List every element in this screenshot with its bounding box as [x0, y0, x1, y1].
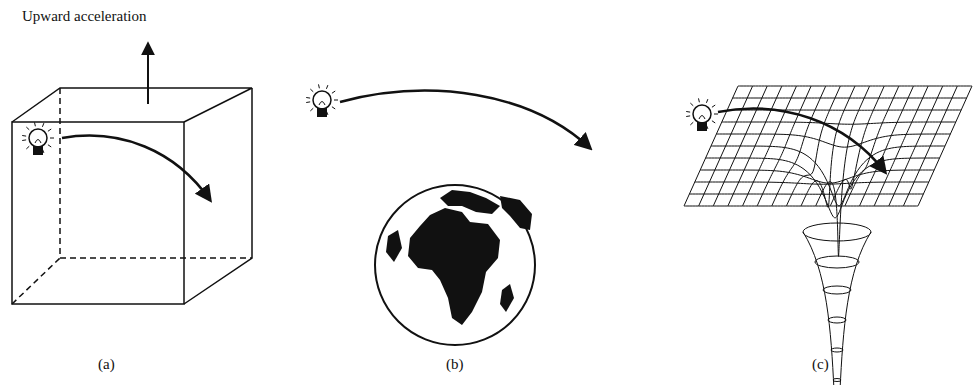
light-bulb	[306, 84, 338, 117]
earth	[375, 185, 535, 345]
light-path	[718, 109, 885, 172]
annotation-label: Upward acceleration	[22, 8, 147, 25]
panel-label: (a)	[98, 356, 115, 373]
elevator-cube	[12, 88, 252, 304]
acceleration-arrow	[147, 44, 149, 104]
light-bulb	[686, 98, 718, 131]
spacetime-grid	[684, 86, 972, 385]
panel-label: (c)	[812, 356, 829, 373]
light-path	[62, 136, 210, 200]
light-bulb	[22, 122, 54, 155]
light-path	[340, 91, 590, 148]
panel-label: (b)	[446, 356, 464, 373]
